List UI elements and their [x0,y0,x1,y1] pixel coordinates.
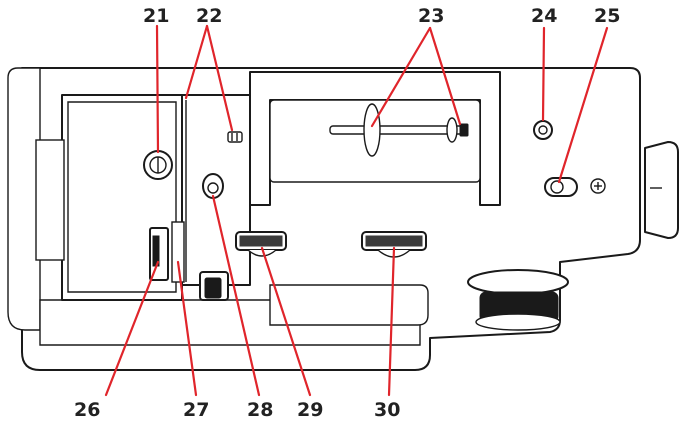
side-panel [35,139,65,261]
bobbin-guide-28 [202,173,224,199]
free-arm-bed [7,67,41,331]
callout-24: 24 [531,5,557,27]
leader-26 [104,260,160,397]
leader-23a [370,26,432,128]
callout-23: 23 [418,5,444,27]
thread-guide-22 [227,131,243,143]
spool-housing [249,71,501,206]
callout-30: 30 [374,399,400,421]
callout-25: 25 [594,5,620,27]
presser-foot-lever-26 [149,227,169,281]
callout-22: 22 [196,5,222,27]
callout-27: 27 [183,399,209,421]
leader-29 [260,246,312,397]
accessory-tray [269,284,429,326]
leader-21 [155,24,160,154]
leader-lines [104,24,609,397]
stitch-length-dial-29 [235,231,287,257]
bobbin-spool-stand [467,269,569,331]
leader-27 [176,260,198,397]
callout-21: 21 [143,5,169,27]
thread-tension-dial-21 [143,150,173,180]
callout-28: 28 [247,399,273,421]
leader-22b [205,24,234,132]
leader-28 [211,194,261,397]
callout-29: 29 [297,399,323,421]
spool-pin-rod [329,125,466,135]
handwheel [644,141,679,239]
bobbin-thread-guide [199,271,229,301]
bobbin-winder-stop-25 [544,177,606,197]
callout-labels: 21 22 23 24 25 26 27 28 29 30 [74,5,620,421]
spool-cap-left [363,103,381,157]
leader-23b [428,26,462,126]
leader-25 [557,26,609,184]
leader-24 [541,26,546,122]
needle-threader-27 [171,221,185,283]
callout-26: 26 [74,399,100,421]
bobbin-winder-spindle-24 [533,120,553,140]
leader-30 [387,246,396,397]
leader-22a [184,24,209,100]
spool-cap-right [446,117,458,143]
